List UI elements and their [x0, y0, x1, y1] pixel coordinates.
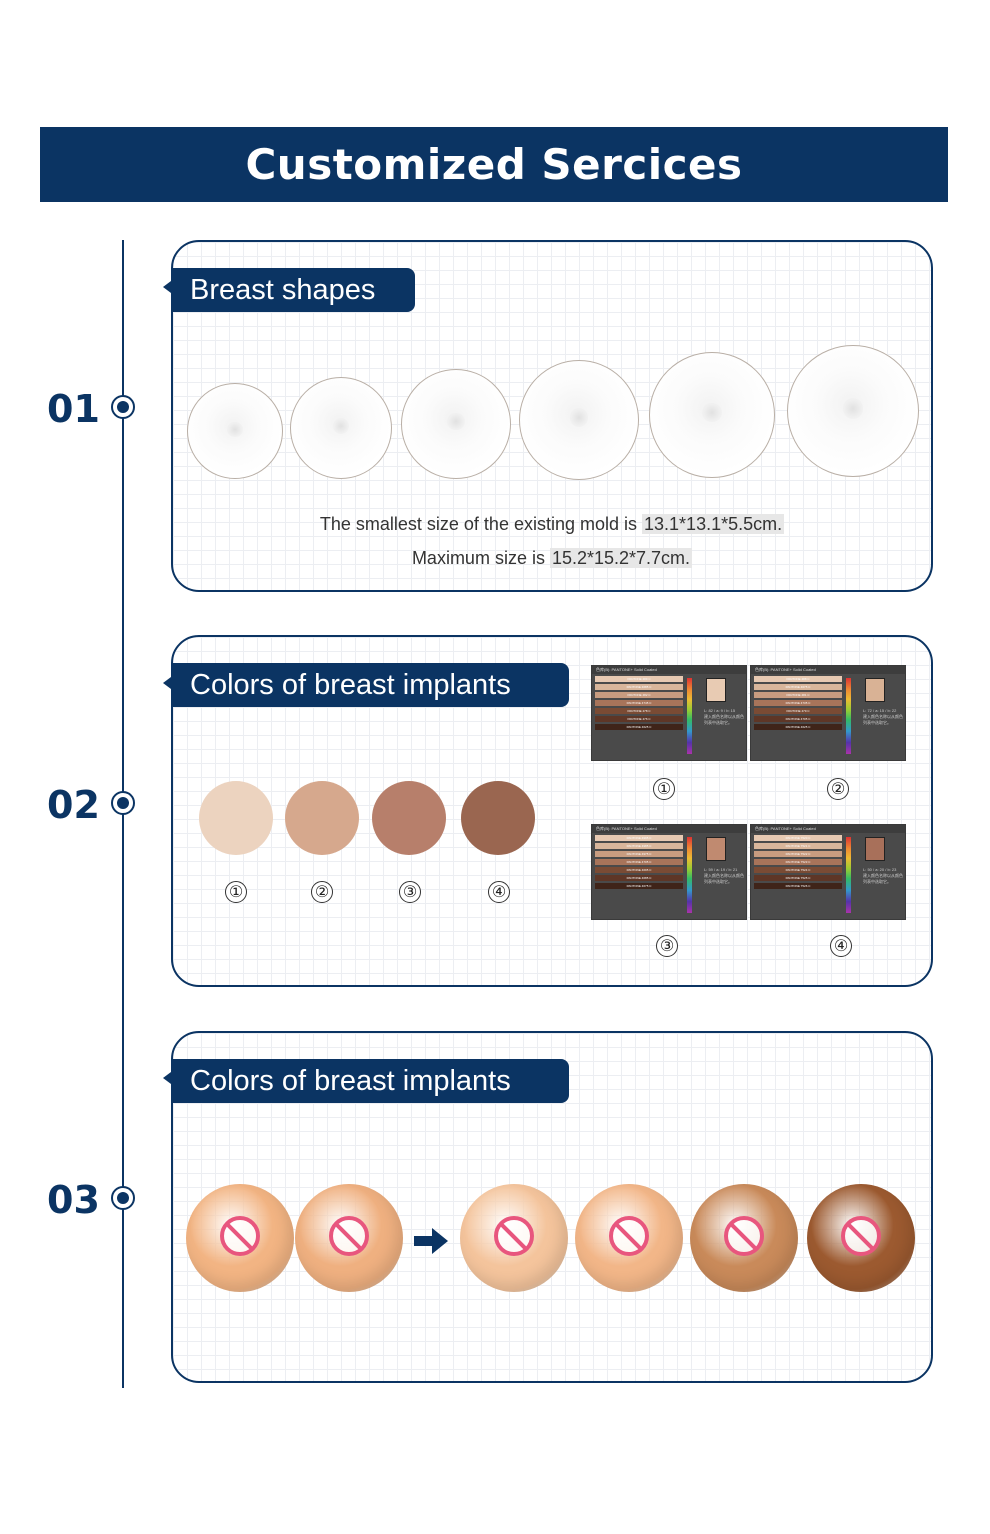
hue-bar	[846, 837, 851, 913]
panel-label-3: ③	[656, 935, 678, 957]
implant-before-2	[295, 1184, 403, 1292]
color-preview	[865, 678, 885, 702]
pantone-row: PANTONE 4975 C	[595, 851, 683, 857]
pantone-row: PANTONE 4745 C	[595, 700, 683, 706]
pantone-row: PANTONE 4685 C	[595, 684, 683, 690]
timeline-dot-02	[111, 791, 135, 815]
pantone-panel-3: 色库(B): PANTONE+ Solid Coated PANTONE 499…	[591, 824, 747, 920]
tab-pointer	[163, 281, 171, 293]
step-number-01: 01	[47, 387, 100, 431]
color-preview	[706, 678, 726, 702]
color-swatch-4	[461, 781, 535, 855]
pantone-row: PANTONE 4705 C	[595, 859, 683, 865]
color-preview	[865, 837, 885, 861]
pantone-row: PANTONE 4625 C	[595, 724, 683, 730]
pantone-row: PANTONE 7524 C	[754, 867, 842, 873]
pantone-row: PANTONE 7521 C	[754, 843, 842, 849]
min-size-value: 13.1*13.1*5.5cm.	[642, 514, 785, 534]
shape-size-5	[649, 352, 775, 478]
no-entry-icon	[841, 1216, 881, 1256]
hue-bar	[846, 678, 851, 754]
swatch-label-3: ③	[399, 881, 421, 903]
card-implant-colors: Colors of breast implants ① ② ③ ④ 色库(B):…	[171, 635, 933, 987]
max-size-value: 15.2*15.2*7.7cm.	[549, 548, 693, 568]
section-title: Colors of breast implants	[190, 668, 511, 701]
pantone-row: PANTONE 4705 C	[754, 716, 842, 722]
pantone-rows: PANTONE 7520 C PANTONE 7521 C PANTONE 7522…	[754, 835, 842, 891]
step-number-03: 03	[47, 1178, 100, 1222]
implant-after-3	[690, 1184, 798, 1292]
timeline-dot-03	[111, 1186, 135, 1210]
pantone-panel-1: 色库(B): PANTONE+ Solid Coated PANTONE 489…	[591, 665, 747, 761]
section-tab-colors: Colors of breast implants	[173, 663, 569, 707]
pantone-rows: PANTONE 488 C PANTONE 4675 C PANTONE 481 C…	[754, 676, 842, 732]
section-title: Colors of breast implants	[190, 1064, 511, 1097]
swatch-label-4: ④	[488, 881, 510, 903]
implant-after-2	[575, 1184, 683, 1292]
shape-size-4	[519, 360, 639, 480]
pantone-row: PANTONE 4735 C	[754, 700, 842, 706]
pantone-row: PANTONE 4695 C	[595, 867, 683, 873]
pantone-row: PANTONE 7526 C	[754, 883, 842, 889]
pantone-row: PANTONE 478 C	[595, 708, 683, 714]
shape-size-2	[290, 377, 392, 479]
tab-pointer	[163, 677, 171, 689]
panel-label-2: ②	[827, 778, 849, 800]
timeline-dot-01	[111, 395, 135, 419]
pantone-row: PANTONE 7525 C	[754, 875, 842, 881]
no-entry-icon	[724, 1216, 764, 1256]
header-banner: Customized Sercices	[40, 127, 948, 202]
card-breast-shapes: Breast shapes The smallest size of the e…	[171, 240, 933, 592]
pantone-row: PANTONE 479 C	[754, 708, 842, 714]
implant-after-4	[807, 1184, 915, 1292]
size-caption-min: The smallest size of the existing mold i…	[319, 514, 785, 534]
pantone-panel-2: 色库(B): PANTONE+ Solid Coated PANTONE 488…	[750, 665, 906, 761]
pantone-row: PANTONE 4625 C	[754, 724, 842, 730]
color-swatch-1	[199, 781, 273, 855]
page-title: Customized Sercices	[245, 140, 743, 189]
pantone-row: PANTONE 4675 C	[754, 684, 842, 690]
shape-size-3	[401, 369, 511, 479]
shape-size-6	[787, 345, 919, 477]
pantone-panel-4: 色库(B): PANTONE+ Solid Coated PANTONE 752…	[750, 824, 906, 920]
color-swatch-3	[372, 781, 446, 855]
pantone-row: PANTONE 489 C	[595, 676, 683, 682]
tab-pointer	[163, 1072, 171, 1084]
pantone-row: PANTONE 4985 C	[595, 843, 683, 849]
hue-bar	[687, 678, 692, 754]
section-tab-shapes: Breast shapes	[173, 268, 415, 312]
no-entry-icon	[609, 1216, 649, 1256]
step-number-02: 02	[47, 783, 100, 827]
size-caption-max: Maximum size is 15.2*15.2*7.7cm.	[411, 548, 693, 568]
right-arrow-icon	[414, 1228, 448, 1254]
pantone-row: PANTONE 4685 C	[595, 875, 683, 881]
pantone-row: PANTONE 4995 C	[595, 835, 683, 841]
pantone-row: PANTONE 481 C	[754, 692, 842, 698]
no-entry-icon	[220, 1216, 260, 1256]
card-implant-colors-examples: Colors of breast implants	[171, 1031, 933, 1383]
pantone-row: PANTONE 4675 C	[595, 883, 683, 889]
implant-before-1	[186, 1184, 294, 1292]
section-tab-colors-2: Colors of breast implants	[173, 1059, 569, 1103]
hue-bar	[687, 837, 692, 913]
pantone-row: PANTONE 476 C	[595, 716, 683, 722]
section-title: Breast shapes	[190, 273, 376, 306]
panel-label-1: ①	[653, 778, 675, 800]
implant-after-1	[460, 1184, 568, 1292]
pantone-row: PANTONE 7520 C	[754, 835, 842, 841]
pantone-row: PANTONE 488 C	[754, 676, 842, 682]
color-swatch-2	[285, 781, 359, 855]
panel-label-4: ④	[830, 935, 852, 957]
swatch-label-1: ①	[225, 881, 247, 903]
color-preview	[706, 837, 726, 861]
no-entry-icon	[329, 1216, 369, 1256]
pantone-rows: PANTONE 4995 C PANTONE 4985 C PANTONE 4975…	[595, 835, 683, 891]
pantone-row: PANTONE 482 C	[595, 692, 683, 698]
pantone-row: PANTONE 7522 C	[754, 851, 842, 857]
pantone-row: PANTONE 7523 C	[754, 859, 842, 865]
no-entry-icon	[494, 1216, 534, 1256]
shape-size-1	[187, 383, 283, 479]
swatch-label-2: ②	[311, 881, 333, 903]
pantone-rows: PANTONE 489 C PANTONE 4685 C PANTONE 482 C…	[595, 676, 683, 732]
